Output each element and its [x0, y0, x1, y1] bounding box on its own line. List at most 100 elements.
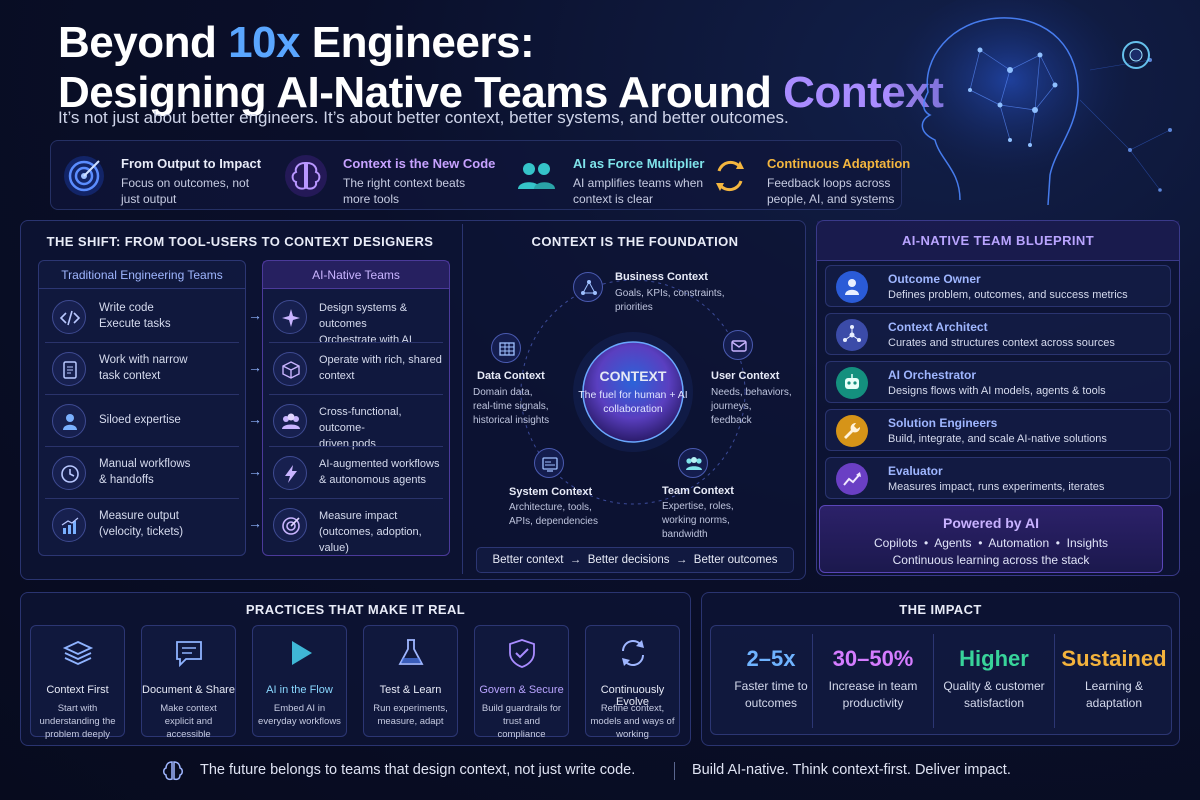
- blueprint-title: AI-NATIVE TEAM BLUEPRINT: [817, 221, 1179, 261]
- ai-native-head: AI-Native Teams: [263, 261, 449, 289]
- role-solution-engineers: Solution Engineers Build, integrate, and…: [825, 409, 1171, 451]
- cube-icon: [273, 352, 307, 386]
- dashboard-icon: [534, 448, 564, 478]
- page-subtitle: It’s not just about better engineers. It…: [58, 108, 789, 127]
- bar-chart-icon: [52, 508, 86, 542]
- ai-native-row: Operate with rich, shared context: [263, 343, 449, 395]
- footer-text-1: The future belongs to teams that design …: [200, 762, 636, 778]
- node-system-desc: Architecture, tools, APIs, dependencies: [509, 502, 598, 527]
- ai-native-row: Measure impact (outcomes, adoption, valu…: [263, 499, 449, 554]
- powered-title: Powered by AI: [943, 515, 1039, 531]
- impact-stats: 2–5x Faster time to outcomes 30–50% Incr…: [710, 625, 1172, 735]
- powered-by-ai-box: Powered by AI Copilots • Agents • Automa…: [819, 505, 1163, 573]
- footer-divider: [674, 762, 675, 780]
- layers-icon: [62, 641, 94, 665]
- refresh-icon: [622, 640, 644, 666]
- arrow-icon: →: [248, 515, 262, 531]
- sparkle-icon: [273, 300, 307, 334]
- group-icon: [678, 448, 708, 478]
- node-team-title: Team Context: [662, 485, 734, 497]
- target-icon: [273, 508, 307, 542]
- traditional-row: Measure output (velocity, tickets): [39, 499, 245, 551]
- brain-icon: [163, 761, 183, 781]
- traditional-head: Traditional Engineering Teams: [39, 261, 245, 289]
- pillar-output-to-impact: From Output to Impact Focus on outcomes,…: [51, 141, 271, 211]
- cycle-icon: [716, 160, 744, 192]
- practices-panel: PRACTICES THAT MAKE IT REAL Context Firs…: [20, 592, 691, 746]
- code-icon: [52, 300, 86, 334]
- ai-native-row: Cross-functional, outcome- driven pods: [263, 395, 449, 450]
- flask-icon: [398, 639, 424, 665]
- person-icon: [52, 404, 86, 438]
- mail-icon: [723, 330, 753, 360]
- role-ai-orchestrator: AI Orchestrator Designs flows with AI mo…: [825, 361, 1171, 403]
- context-title: CONTEXT IS THE FOUNDATION: [531, 234, 739, 249]
- network-icon: [836, 319, 868, 351]
- shield-icon: [509, 639, 535, 668]
- node-team-desc: Expertise, roles, working norms, bandwid…: [662, 501, 734, 540]
- role-evaluator: Evaluator Measures impact, runs experime…: [825, 457, 1171, 499]
- stat-faster: 2–5x Faster time to outcomes: [734, 646, 808, 710]
- target-icon: [64, 156, 104, 196]
- traditional-column: Traditional Engineering Teams Write code…: [38, 260, 246, 556]
- ai-native-row: Design systems & outcomes Orchestrate wi…: [263, 291, 449, 346]
- chat-icon: [176, 641, 202, 668]
- practice-continuously-evolve: Continuously Evolve Refine context, mode…: [585, 625, 680, 740]
- context-ring: [520, 279, 746, 505]
- ai-native-column: AI-Native Teams Design systems & outcome…: [262, 260, 450, 556]
- node-system-title: System Context: [509, 486, 593, 498]
- brain-icon: [285, 155, 327, 197]
- arrow-icon: →: [248, 463, 262, 479]
- arrow-icon: →: [248, 307, 262, 323]
- network-icon: [573, 272, 603, 302]
- node-user-title: User Context: [711, 370, 780, 382]
- page-title: Beyond 10x Engineers: Designing AI-Nativ…: [58, 18, 944, 117]
- blueprint-panel: AI-NATIVE TEAM BLUEPRINT Outcome Owner D…: [816, 220, 1180, 576]
- practice-govern-secure: Govern & Secure Build guardrails for tru…: [474, 625, 569, 740]
- team-icon: [518, 163, 555, 189]
- arrow-icon: →: [248, 411, 262, 427]
- context-core-title: CONTEXT: [599, 368, 667, 384]
- traditional-row: Manual workflows & handoffs: [39, 447, 245, 499]
- powered-line1: Copilots • Agents • Automation • Insight…: [873, 536, 1109, 550]
- pillar-force-multiplier: AI as Force Multiplier AI amplifies team…: [503, 141, 704, 211]
- trend-icon: [836, 463, 868, 495]
- node-business-desc: Goals, KPIs, constraints, priorities: [615, 288, 725, 313]
- person-icon: [836, 271, 868, 303]
- stat-sustained: Sustained Learning & adaptation: [1061, 646, 1167, 710]
- footer-text-2: Build AI-native. Think context-first. De…: [692, 762, 1011, 778]
- clock-icon: [52, 456, 86, 490]
- pillars-strip: From Output to Impact Focus on outcomes,…: [50, 140, 910, 211]
- impact-title: THE IMPACT: [899, 602, 982, 617]
- play-icon: [292, 641, 312, 665]
- panel-divider: [462, 224, 463, 574]
- node-business-title: Business Context: [615, 271, 708, 283]
- traditional-row: Siloed expertise: [39, 395, 245, 447]
- role-outcome-owner: Outcome Owner Defines problem, outcomes,…: [825, 265, 1171, 307]
- pillar-continuous-adaptation: Continuous Adaptation Feedback loops acr…: [697, 141, 910, 211]
- shift-title: THE SHIFT: FROM TOOL-USERS TO CONTEXT DE…: [46, 234, 434, 249]
- role-context-architect: Context Architect Curates and structures…: [825, 313, 1171, 355]
- traditional-row: Work with narrow task context: [39, 343, 245, 395]
- stat-productivity: 30–50% Increase in team productivity: [828, 646, 918, 710]
- context-flow-bar: Better context → Better decisions → Bett…: [476, 547, 794, 573]
- wrench-icon: [836, 415, 868, 447]
- context-core-desc: The fuel for human + AI collaboration: [578, 389, 688, 415]
- practice-ai-in-flow: AI in the Flow Embed AI in everyday work…: [252, 625, 347, 737]
- bolt-icon: [273, 456, 307, 490]
- ai-native-row: AI-augmented workflows & autonomous agen…: [263, 447, 449, 499]
- practice-context-first: Context First Start with understanding t…: [30, 625, 125, 740]
- robot-icon: [836, 367, 868, 399]
- practices-title: PRACTICES THAT MAKE IT REAL: [245, 602, 466, 617]
- group-icon: [273, 404, 307, 438]
- practice-test-learn: Test & Learn Run experiments, measure, a…: [363, 625, 458, 737]
- arrow-icon: →: [248, 359, 262, 375]
- pillar-context-new-code: Context is the New Code The right contex…: [273, 141, 498, 211]
- node-user-desc: Needs, behaviors, journeys, feedback: [711, 387, 792, 426]
- ai-head-illustration: [890, 0, 1172, 206]
- node-data-desc: Domain data, real-time signals, historic…: [473, 387, 550, 426]
- traditional-row: Write code Execute tasks: [39, 291, 245, 343]
- impact-panel: THE IMPACT 2–5x Faster time to outcomes …: [701, 592, 1180, 746]
- powered-line2: Continuous learning across the stack: [892, 553, 1090, 567]
- table-icon: [491, 333, 521, 363]
